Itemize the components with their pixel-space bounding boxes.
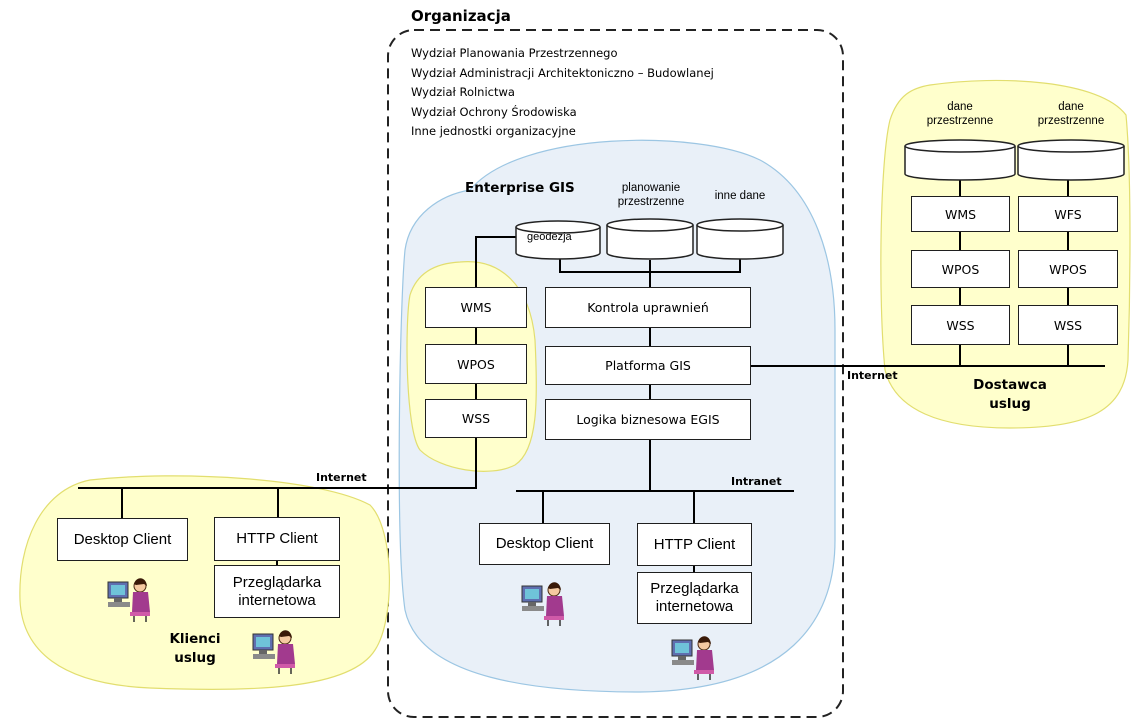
department-item: Inne jednostki organizacyjne	[411, 124, 576, 138]
user-workstation-icon	[107, 578, 150, 622]
egis-browser-line2: internetowa	[655, 598, 734, 615]
service-wss: WSS	[425, 399, 527, 438]
planowanie-label-line1: planowanie	[621, 182, 681, 194]
department-list: Wydział Planowania Przestrzennego Wydzia…	[411, 44, 714, 142]
inne-dane-label: inne dane	[714, 190, 766, 202]
provider-wss-1: WSS	[911, 305, 1010, 345]
enterprise-gis-title: Enterprise GIS	[465, 180, 575, 196]
clients-title-line1: Klienci	[169, 631, 221, 647]
organization-boundary	[387, 29, 844, 718]
clients-browser-line1: Przeglądarka	[232, 573, 322, 591]
provider-wpos-1: WPOS	[911, 250, 1010, 288]
geodezja-label: geodezja	[527, 231, 572, 243]
provider-data-label-2-line2: przestrzenne	[1037, 115, 1105, 127]
clients-internet-label: Internet	[316, 471, 367, 484]
intranet-label: Intranet	[731, 475, 782, 488]
database-provider-1	[904, 139, 1016, 181]
provider-wfs: WFS	[1018, 196, 1118, 232]
planowanie-label-line2: przestrzenne	[617, 196, 685, 208]
database-inne	[696, 218, 784, 260]
database-geodezja	[515, 220, 601, 260]
user-workstation-icon	[521, 582, 564, 626]
provider-wpos-2: WPOS	[1018, 250, 1118, 288]
provider-wss-2: WSS	[1018, 305, 1118, 345]
connection-lines	[78, 178, 1105, 572]
user-workstation-icon	[252, 630, 295, 674]
department-item: Wydział Planowania Przestrzennego	[411, 46, 618, 60]
egis-desktop-client: Desktop Client	[479, 523, 610, 565]
egis-http-client: HTTP Client	[637, 523, 752, 566]
department-item: Wydział Ochrony Środowiska	[411, 104, 577, 119]
database-planowanie	[606, 218, 694, 260]
clients-http-client: HTTP Client	[214, 517, 340, 561]
clients-desktop-client: Desktop Client	[57, 518, 188, 561]
clients-title-line2: uslug	[174, 650, 216, 666]
egis-browser: Przeglądarka internetowa	[637, 572, 752, 624]
provider-title: Dostawca uslug	[955, 376, 1065, 414]
provider-internet-label: Internet	[847, 369, 898, 382]
layer-platforma-gis: Platforma GIS	[545, 346, 751, 385]
department-item: Wydział Rolnictwa	[411, 85, 515, 99]
provider-data-label-2-line1: dane	[1058, 101, 1084, 113]
layer-kontrola-uprawnien: Kontrola uprawnień	[545, 287, 751, 328]
provider-data-label-1-line2: przestrzenne	[926, 115, 994, 127]
provider-wms: WMS	[911, 196, 1010, 232]
clients-browser: Przeglądarka internetowa	[214, 565, 340, 618]
layer-logika-biznesowa: Logika biznesowa EGIS	[545, 399, 751, 440]
provider-data-label-1-line1: dane	[947, 101, 973, 113]
planowanie-label: planowanie przestrzenne	[596, 181, 706, 209]
user-workstation-icon	[671, 636, 714, 680]
provider-data-label-2: dane przestrzenne	[1016, 100, 1126, 128]
service-wms: WMS	[425, 287, 527, 328]
provider-title-line2: uslug	[989, 396, 1031, 412]
database-provider-2	[1017, 139, 1125, 181]
clients-browser-line2: internetowa	[238, 591, 316, 609]
department-item: Wydział Administracji Architektoniczno –…	[411, 65, 714, 80]
provider-data-label-1: dane przestrzenne	[905, 100, 1015, 128]
organization-title: Organizacja	[411, 7, 511, 25]
provider-title-line1: Dostawca	[973, 377, 1047, 393]
clients-title: Klienci uslug	[150, 630, 240, 668]
egis-browser-line1: Przeglądarka	[650, 580, 739, 597]
service-wpos: WPOS	[425, 344, 527, 384]
